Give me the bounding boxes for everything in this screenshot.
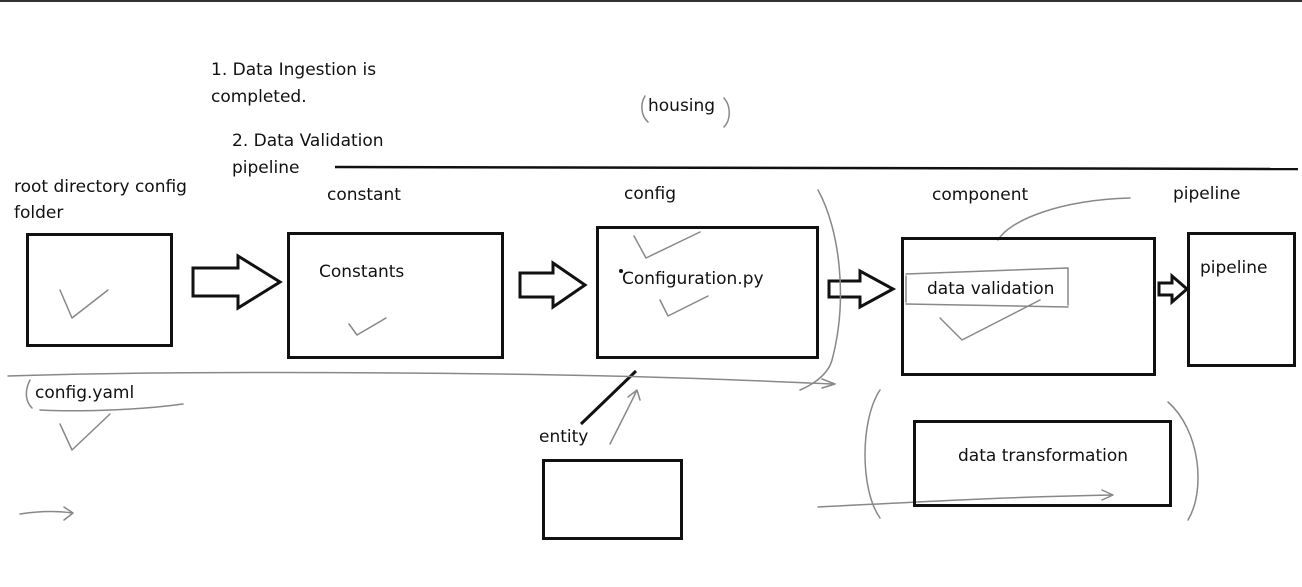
config-curve	[799, 189, 842, 391]
pencil-underline	[7, 371, 834, 385]
housing-bracket-left	[641, 95, 649, 123]
check-constants-icon	[348, 317, 387, 336]
config-entity-connector	[579, 369, 638, 426]
data-transformation-box-label: data transformation	[958, 446, 1129, 466]
root-directory-header-line1: root directory config	[14, 177, 187, 197]
config-dot	[619, 269, 623, 273]
data-validation-box-label: data validation	[927, 279, 1055, 299]
pipeline-box-label: pipeline	[1200, 258, 1268, 278]
transformation-bracket-left	[864, 389, 881, 519]
validation-outline	[905, 267, 1069, 308]
configuration-box-label: Configuration.py	[622, 269, 764, 289]
entity-pencil-arrow	[609, 389, 641, 445]
data-transformation-box: data transformation	[913, 420, 1172, 507]
data-validation-box: data validation	[901, 237, 1156, 376]
constant-header: constant	[327, 185, 401, 205]
transformation-bracket-right	[1167, 401, 1199, 521]
yaml-underline	[25, 379, 184, 412]
root-config-box	[26, 233, 173, 347]
bottom-left-pencil-arrow	[19, 506, 74, 521]
arrow-config-to-component	[827, 268, 897, 310]
check-config-top-icon	[633, 231, 701, 259]
constants-box: Constants	[287, 232, 504, 359]
note-data-ingestion-line1: 1. Data Ingestion is	[211, 60, 377, 80]
configuration-box: Configuration.py	[596, 226, 819, 359]
pipeline-underline	[334, 165, 1299, 171]
note-data-validation-line2: pipeline	[232, 158, 300, 178]
check-validation-icon	[939, 299, 1041, 341]
pipeline-box: pipeline	[1187, 232, 1296, 367]
component-header: component	[932, 185, 1029, 205]
housing-label: housing	[648, 96, 716, 116]
transformation-pencil-arrow	[817, 489, 1114, 508]
check-root-icon	[59, 289, 109, 319]
check-config-bottom-icon	[659, 295, 709, 317]
note-data-ingestion-line2: completed.	[211, 87, 307, 107]
entity-label: entity	[539, 427, 589, 447]
arrow-component-to-pipeline	[1157, 272, 1190, 306]
config-header: config	[624, 184, 677, 204]
arrow-root-to-constants	[191, 253, 283, 311]
housing-bracket-right	[723, 97, 730, 128]
constants-box-label: Constants	[319, 262, 405, 282]
pipeline-header: pipeline	[1173, 184, 1241, 204]
pencil-arrowhead-1	[821, 378, 836, 389]
entity-box	[542, 459, 683, 540]
component-pointer-curve	[997, 197, 1131, 241]
root-directory-header-line2: folder	[14, 203, 64, 223]
check-yaml-icon	[59, 413, 111, 451]
arrow-constants-to-config	[518, 260, 588, 310]
config-yaml-label: config.yaml	[35, 383, 135, 403]
note-data-validation-line1: 2. Data Validation	[232, 131, 384, 151]
